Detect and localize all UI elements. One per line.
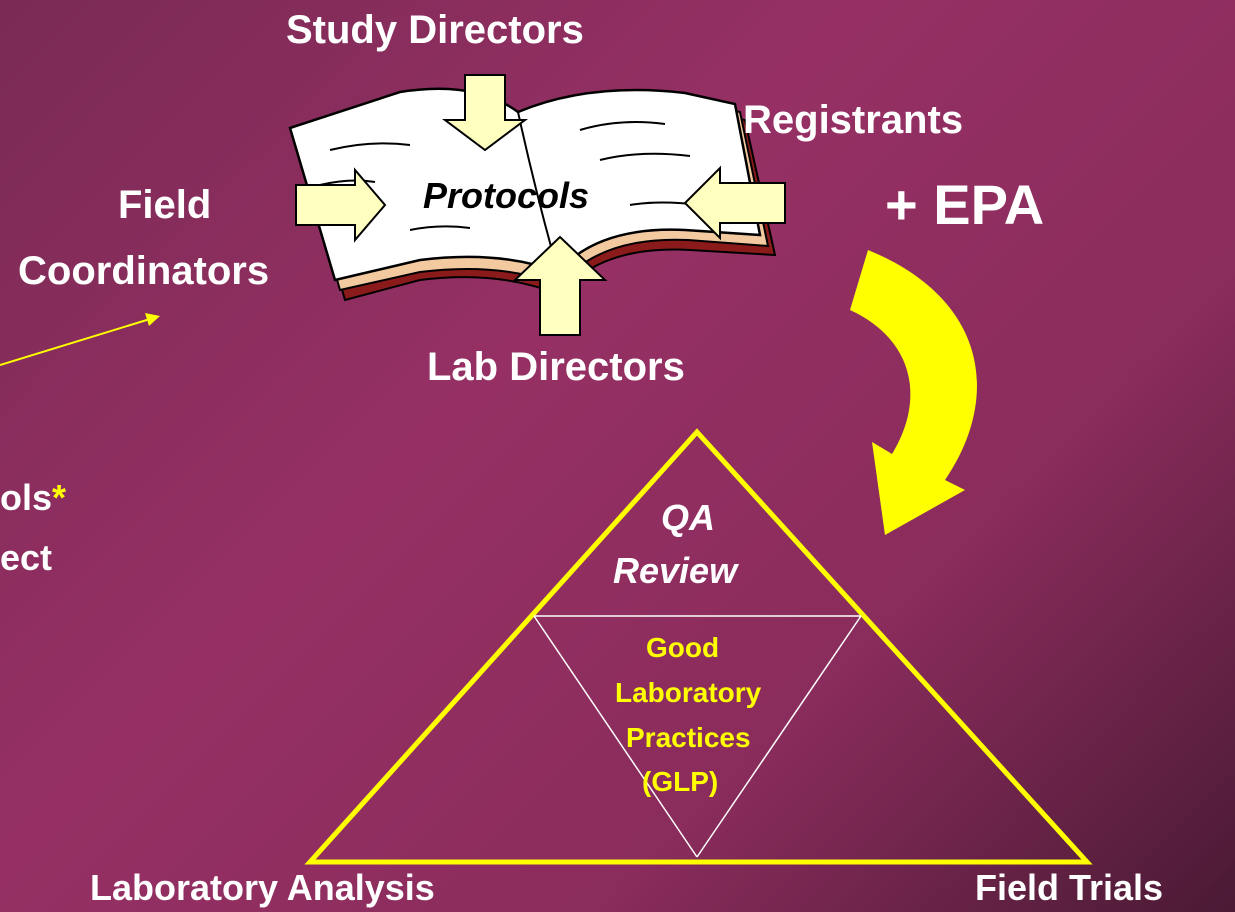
arrow-right-icon [295,167,387,243]
glp-good-label: Good [646,632,720,663]
asterisk-mark: * [52,477,67,518]
review-label: Review [613,550,738,591]
pyramid-diagram [304,428,1093,865]
coordinators-label: Coordinators [18,249,270,293]
curved-arrow-icon [850,250,977,535]
laboratory-analysis-label: Laboratory Analysis [90,867,435,908]
epa-label: + EPA [885,173,1045,236]
glp-laboratory-label: Laboratory [615,677,762,708]
lab-directors-label: Lab Directors [427,345,685,389]
study-directors-label: Study Directors [286,8,584,52]
glp-acronym-label: (GLP) [642,766,719,797]
arrow-up-icon [512,235,608,336]
field-label: Field [118,183,212,227]
partial-text-line2: ect [0,537,53,578]
field-trials-label: Field Trials [975,867,1164,908]
registrants-label: Registrants [743,98,964,142]
book-icon [288,87,777,302]
protocols-label: Protocols [423,175,590,216]
arrow-down-icon [442,74,528,152]
glp-practices-label: Practices [626,722,751,753]
pointer-arrow-icon [0,313,160,366]
arrow-left-icon [683,165,786,241]
partial-text-line1: ols* [0,477,66,519]
partial-text-ols: ols [0,477,53,518]
qa-label: QA [661,497,715,538]
